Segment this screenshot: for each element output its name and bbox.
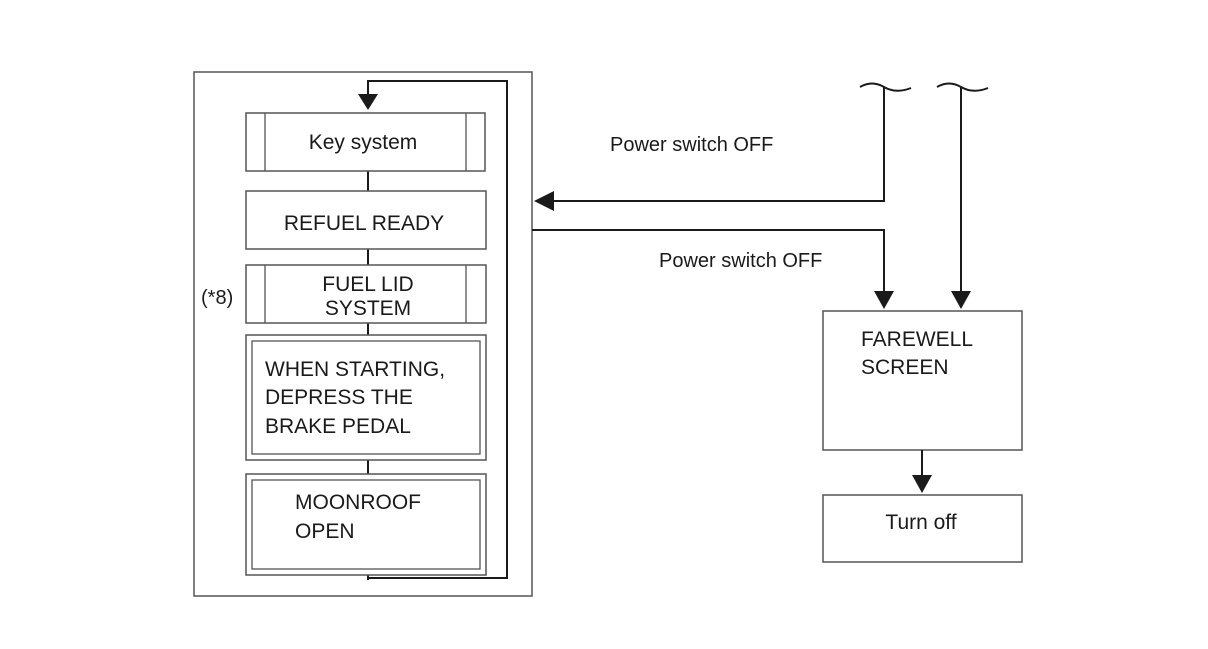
brake-message-line1: WHEN STARTING, <box>265 358 445 381</box>
farewell-line1: FAREWELL <box>861 328 973 351</box>
fuel-lid-label-line2: SYSTEM <box>325 297 411 320</box>
secondary-input-arrowhead <box>951 291 971 309</box>
incoming-power-off-label: Power switch OFF <box>610 134 773 156</box>
break-mark-right <box>936 82 989 92</box>
fuel-lid-note: (*8) <box>201 287 233 309</box>
block-moonroof-open: MOONROOF OPEN <box>245 473 487 576</box>
turn-off-label: Turn off <box>885 511 956 534</box>
moonroof-line2: OPEN <box>295 520 355 543</box>
outgoing-power-off-line <box>532 229 885 293</box>
loop-connector <box>367 80 508 579</box>
farewell-to-turnoff-arrowhead <box>912 475 932 493</box>
break-mark-left <box>859 82 912 92</box>
refuel-ready-label: REFUEL READY <box>284 212 444 235</box>
brake-message-line2: DEPRESS THE <box>265 386 413 409</box>
farewell-line2: SCREEN <box>861 356 949 379</box>
incoming-power-off-arrowhead <box>534 191 554 211</box>
brake-message-line3: BRAKE PEDAL <box>265 415 411 438</box>
outgoing-power-off-label: Power switch OFF <box>659 250 822 272</box>
fuel-lid-label-line1: FUEL LID <box>322 273 413 296</box>
key-system-label: Key system <box>309 131 418 154</box>
block-refuel-ready: REFUEL READY <box>245 190 487 250</box>
outgoing-power-off-arrowhead <box>874 291 894 309</box>
block-farewell-screen: FAREWELL SCREEN <box>822 310 1023 451</box>
incoming-power-off-line <box>552 87 885 202</box>
moonroof-line1: MOONROOF <box>295 491 421 514</box>
block-brake-pedal-message: WHEN STARTING, DEPRESS THE BRAKE PEDAL <box>245 334 487 461</box>
block-key-system: Key system <box>245 112 486 172</box>
loop-arrowhead <box>358 94 378 110</box>
block-turn-off: Turn off <box>822 494 1023 563</box>
block-fuel-lid-system: FUEL LID SYSTEM <box>245 264 487 324</box>
